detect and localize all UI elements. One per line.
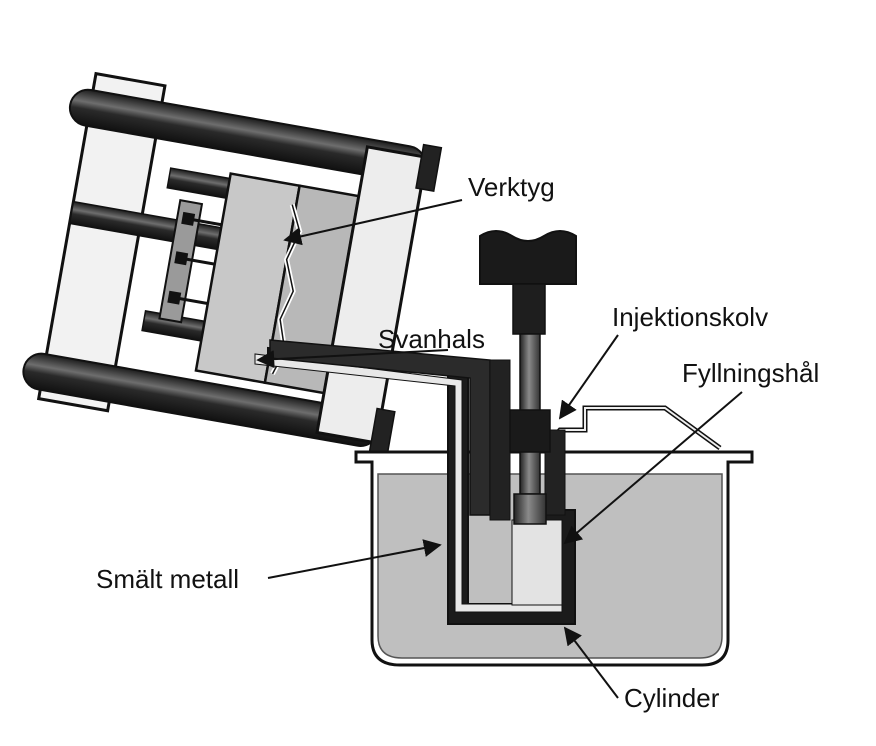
- label-cylinder: Cylinder: [624, 683, 720, 713]
- leader-smalt-metall: [267, 539, 442, 579]
- plunger-coupling: [512, 283, 546, 335]
- label-injektionskolv: Injektionskolv: [612, 302, 768, 332]
- die-machine: [22, 71, 443, 456]
- leader-injektionskolv: [558, 334, 619, 420]
- label-smalt-metall: Smält metall: [96, 564, 239, 594]
- leader-lines: [256, 199, 743, 699]
- pin-head: [181, 211, 196, 226]
- plunger-tip: [513, 493, 547, 525]
- injection-plunger: [479, 230, 577, 525]
- plunger-guide: [509, 409, 551, 453]
- leader-cylinder: [563, 626, 619, 699]
- back-plate: [36, 71, 167, 413]
- leader-svanhals: [256, 349, 449, 369]
- pin-head: [174, 251, 189, 266]
- label-fyllningshal: Fyllningshål: [682, 358, 819, 388]
- leader-fyllningshal: [563, 391, 743, 545]
- leader-verktyg: [283, 199, 463, 246]
- pin-head: [167, 290, 182, 305]
- label-verktyg: Verktyg: [468, 172, 555, 202]
- cylinder-bore: [511, 519, 563, 606]
- nut: [415, 143, 443, 192]
- label-svanhals: Svanhals: [378, 324, 485, 354]
- cylinder-wall-left: [489, 359, 511, 521]
- plunger-drive: [479, 230, 577, 285]
